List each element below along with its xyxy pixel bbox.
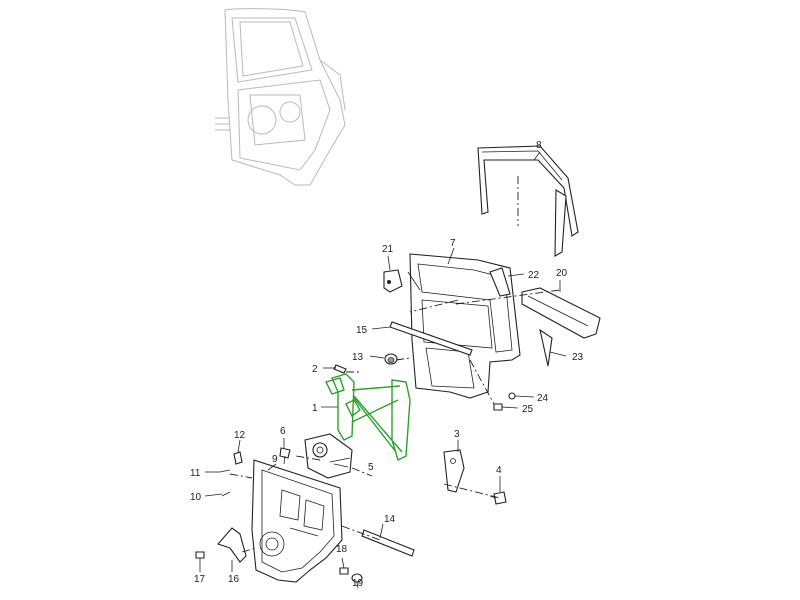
callout-3: 3 [454, 429, 460, 440]
callout-5: 5 [368, 462, 374, 473]
callout-16: 16 [228, 574, 240, 585]
callout-1: 1 [312, 403, 318, 414]
callout-12: 12 [234, 430, 246, 441]
assembly-lines [229, 176, 561, 553]
callout-22: 22 [528, 270, 540, 281]
part-17-screw [195, 551, 205, 559]
part-16-handle [217, 527, 247, 563]
part-11-clip [219, 469, 231, 473]
part-24-nut [508, 392, 516, 400]
callout-21: 21 [382, 244, 394, 255]
part-10-clip [221, 491, 231, 497]
part-5-motor [304, 433, 353, 479]
part-3-bracket [443, 449, 465, 493]
callout-25: 25 [522, 404, 534, 415]
callout-2: 2 [312, 364, 318, 375]
part-4-bolt [489, 491, 507, 505]
callout-labels: 1 2 3 4 5 6 7 8 9 10 11 12 13 14 15 16 1… [190, 140, 584, 589]
callout-24: 24 [537, 393, 549, 404]
part-12-clip [233, 451, 243, 465]
callout-4: 4 [496, 465, 502, 476]
callout-20: 20 [556, 268, 568, 279]
part-25-bolt [493, 403, 503, 411]
callout-23: 23 [572, 352, 584, 363]
callout-17: 17 [194, 574, 206, 585]
callout-11: 11 [190, 468, 201, 479]
part-9-door-panel [251, 459, 343, 583]
callout-18: 18 [336, 544, 348, 555]
callout-9: 9 [272, 454, 278, 465]
part-22-trim [489, 267, 511, 297]
part-1-window-regulator [324, 373, 411, 461]
callout-6: 6 [280, 426, 286, 437]
callout-13: 13 [352, 352, 364, 363]
callout-7: 7 [450, 238, 456, 249]
part-6-screw [279, 447, 291, 465]
callout-8: 8 [536, 140, 542, 151]
part-20-seal [521, 287, 601, 339]
callout-19: 19 [352, 578, 364, 589]
leader-lines [199, 151, 567, 589]
part-18-screw [339, 567, 349, 575]
part-13-grommet [384, 353, 398, 365]
part-7-door-frame [407, 253, 521, 399]
callout-15: 15 [356, 325, 368, 336]
callout-10: 10 [190, 492, 202, 503]
part-15-rod [389, 321, 473, 356]
part-23-wedge [539, 328, 553, 367]
part-21-bracket [383, 269, 403, 293]
door-location-thumbnail [215, 8, 346, 186]
callout-14: 14 [384, 514, 396, 525]
part-2-screw [333, 364, 347, 374]
part-14-seal-strip [361, 529, 415, 557]
part-8-window-channel [477, 145, 579, 257]
